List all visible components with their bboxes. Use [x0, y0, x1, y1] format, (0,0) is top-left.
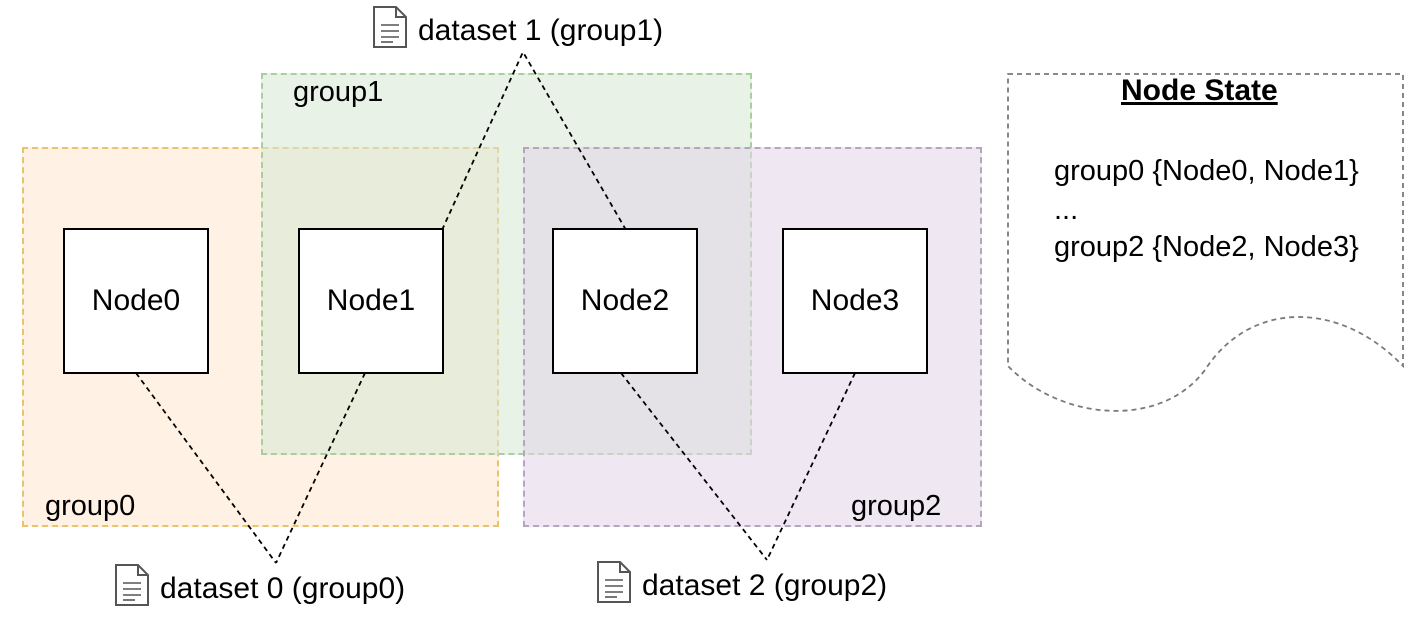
group1-label: group1: [293, 76, 384, 108]
dataset2-label: dataset 2 (group2): [642, 569, 888, 602]
node3-box: Node3: [782, 228, 928, 374]
document-icon: [372, 5, 408, 57]
document-icon: [596, 560, 632, 612]
dataset0-label: dataset 0 (group0): [160, 572, 406, 605]
node-state-line-ellipsis: ...: [1054, 194, 1079, 226]
link-node1-dataset0: [275, 372, 366, 564]
link-node2-dataset2: [620, 372, 768, 561]
node-state-note: [1007, 73, 1404, 412]
node0-label: Node0: [91, 284, 181, 317]
node-state-title: Node State: [1121, 74, 1278, 107]
node1-box: Node1: [298, 228, 444, 374]
document-icon: [114, 563, 150, 615]
link-node1-dataset1: [441, 51, 524, 231]
link-node2-dataset1: [522, 51, 627, 231]
dataset2: dataset 2 (group2): [596, 560, 887, 612]
node0-box: Node0: [63, 228, 209, 374]
node2-label: Node2: [580, 284, 670, 317]
node2-box: Node2: [552, 228, 698, 374]
dataset1: dataset 1 (group1): [372, 5, 663, 57]
link-node3-dataset2: [766, 372, 856, 561]
dataset1-label: dataset 1 (group1): [418, 14, 664, 47]
dataset0: dataset 0 (group0): [114, 563, 405, 615]
node-state-line-group0: group0 {Node0, Node1}: [1054, 155, 1359, 187]
group0-label: group0: [45, 490, 136, 522]
node1-label: Node1: [326, 284, 416, 317]
link-node0-dataset0: [135, 372, 277, 564]
node-state-line-group2: group2 {Node2, Node3}: [1054, 231, 1359, 263]
group2-label: group2: [851, 490, 942, 522]
node3-label: Node3: [810, 284, 900, 317]
